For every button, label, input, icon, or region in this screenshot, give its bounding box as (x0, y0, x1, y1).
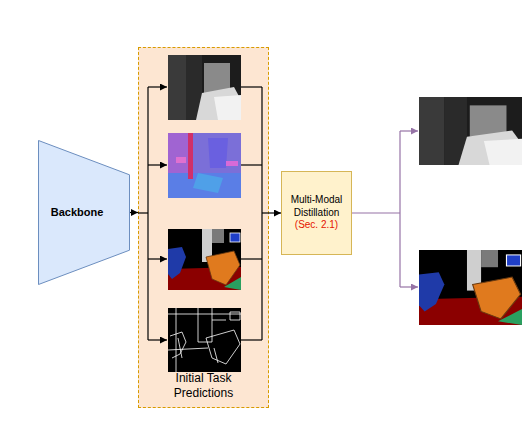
backbone-trapezoid: Backbone (38, 140, 130, 285)
output-arrow (400, 130, 418, 131)
merge-wire (241, 164, 262, 165)
merge-wire (261, 87, 262, 340)
branch-wire (138, 212, 148, 213)
merge-wire (241, 258, 262, 259)
segmentation-image (419, 250, 522, 325)
merge-wire (262, 212, 269, 213)
branch-arrow (148, 339, 167, 340)
output-wire (352, 212, 400, 213)
node-label: Backbone (51, 206, 104, 220)
merge-wire (241, 86, 262, 87)
output-wire (399, 131, 400, 287)
group-container: Initial Task Predictions (138, 47, 269, 408)
node-label: Multi-Modal Distillation (285, 194, 348, 219)
process-box: Multi-Modal Distillation(Sec. 2.1) (281, 171, 352, 255)
flow-arrow (269, 212, 281, 213)
flow-arrow (130, 212, 138, 213)
branch-wire (147, 87, 148, 340)
output-arrow (400, 286, 418, 287)
surface-normal-image (168, 133, 241, 198)
connector-layer (130, 212, 281, 214)
segmentation-image (168, 229, 241, 290)
node-label: Initial Task Predictions (161, 371, 246, 401)
branch-arrow (148, 258, 167, 259)
backbone-shape (39, 141, 130, 285)
branch-arrow (148, 164, 167, 165)
depth-map-image (419, 97, 522, 165)
node-label: (Sec. 2.1) (295, 219, 338, 232)
depth-map-image (168, 55, 241, 120)
edge-map-image (168, 308, 241, 372)
branch-arrow (148, 86, 167, 87)
merge-wire (241, 339, 262, 340)
